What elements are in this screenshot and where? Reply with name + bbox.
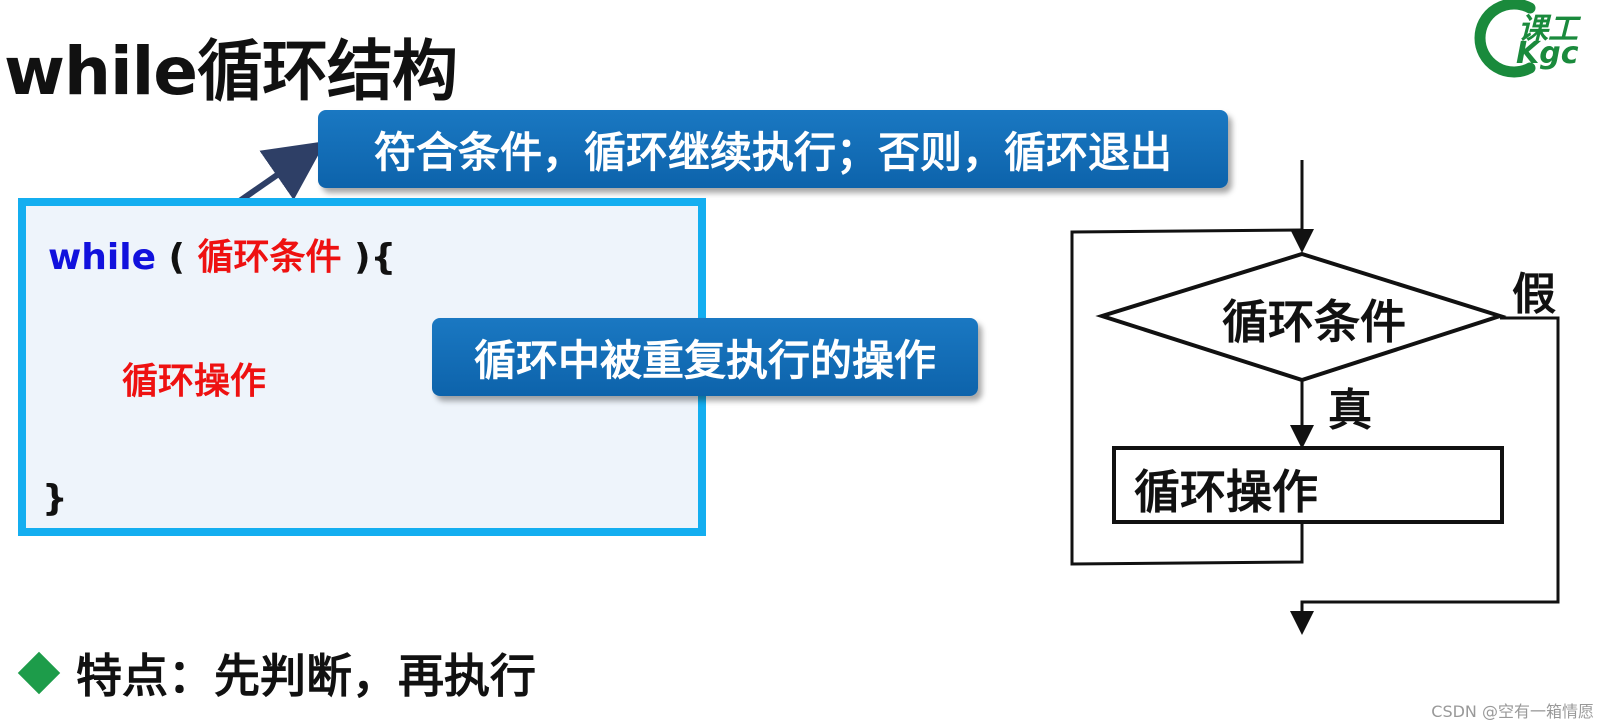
- code-line-while: while ( 循环条件 ){: [48, 228, 396, 280]
- code-line-operation: 循环操作: [122, 361, 267, 402]
- close-paren: ): [354, 237, 371, 278]
- operation-box: [1112, 446, 1504, 524]
- callout-repeated-operation: 循环中被重复执行的操作: [432, 318, 978, 396]
- while-keyword: while: [48, 237, 156, 278]
- flow-false-line: [1290, 316, 1560, 635]
- flow-loop-back-line: [1070, 228, 1304, 566]
- watermark: CSDN @空有一箱情愿: [1431, 702, 1594, 721]
- loop-condition-text: 循环条件: [197, 237, 342, 278]
- diamond-bullet-icon: [17, 651, 61, 695]
- flow-condition-label: 循环条件: [1222, 295, 1406, 349]
- logo-text: 课工: [1518, 12, 1578, 47]
- logo-subtext: Kgc: [1516, 36, 1579, 71]
- feature-text: 特点：先判断，再执行: [76, 649, 536, 703]
- flow-false-label: 假: [1512, 269, 1556, 320]
- flow-operation-label: 循环操作: [1134, 465, 1318, 519]
- page-title: while循环结构: [4, 33, 458, 110]
- kgc-logo: 课工 Kgc: [1468, 0, 1608, 78]
- open-paren: (: [168, 237, 185, 278]
- logo-c-icon: [1474, 0, 1536, 78]
- flow-true-label: 真: [1328, 385, 1372, 436]
- feature-row: 特点：先判断，再执行: [14, 640, 536, 706]
- code-line-close: }: [42, 478, 68, 519]
- open-brace: {: [370, 237, 397, 278]
- callout-loop-condition: 符合条件，循环继续执行；否则，循环退出: [318, 110, 1228, 188]
